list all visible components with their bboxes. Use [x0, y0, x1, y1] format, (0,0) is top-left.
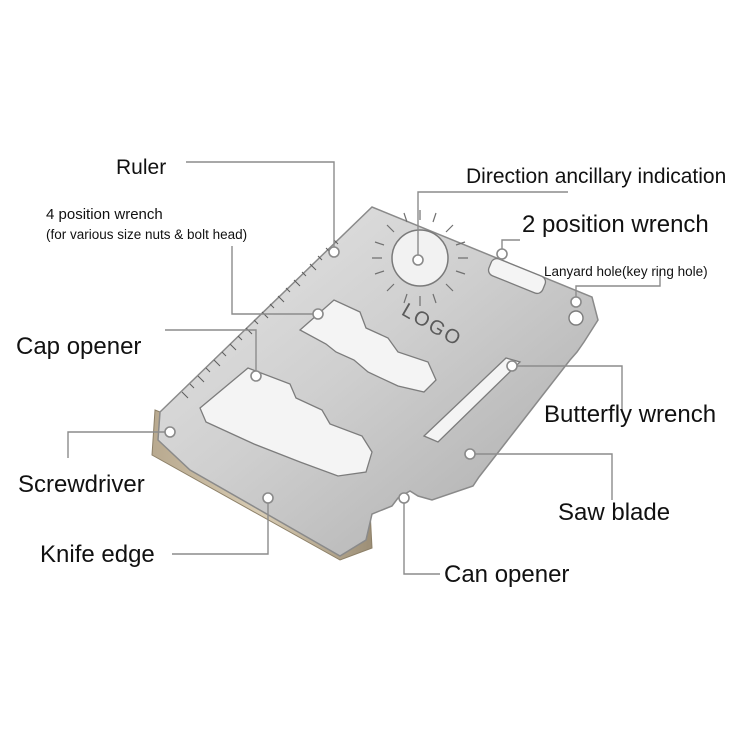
- label-lanyard-hole: Lanyard hole(key ring hole): [544, 264, 708, 279]
- marker-dots: [164, 246, 582, 504]
- leader-cap-opener: [165, 329, 257, 376]
- label-two-position-wrench: 2 position wrench: [522, 211, 709, 238]
- marker-ruler: [328, 246, 340, 258]
- two-position-wrench-slot: [487, 257, 547, 295]
- marker-two-position-wrench: [496, 248, 508, 260]
- leader-lanyard-hole: [575, 270, 661, 302]
- leader-lines: [67, 161, 661, 575]
- label-knife-edge: Knife edge: [40, 541, 155, 568]
- card-plate: [157, 206, 599, 557]
- label-direction-ancillary-indication: Direction ancillary indication: [466, 165, 726, 188]
- marker-saw-blade: [464, 448, 476, 460]
- label-can-opener: Can opener: [444, 561, 569, 588]
- leader-direction: [417, 191, 568, 260]
- label-ruler: Ruler: [116, 156, 166, 179]
- ruler-ticks: [181, 239, 339, 399]
- marker-lanyard-hole: [570, 296, 582, 308]
- label-four-position-wrench: 4 position wrench: [46, 206, 163, 223]
- lanyard-hole-shape: [568, 310, 584, 326]
- label-four-position-wrench-note: (for various size nuts & bolt head): [46, 227, 247, 242]
- marker-can-opener: [398, 492, 410, 504]
- leader-butterfly-wrench: [512, 365, 623, 410]
- leader-knife-edge: [172, 498, 269, 555]
- leader-four-position-wrench: [231, 246, 318, 315]
- labels: Ruler 4 position wrench (for various siz…: [16, 156, 726, 588]
- label-saw-blade: Saw blade: [558, 499, 670, 526]
- marker-knife-edge: [262, 492, 274, 504]
- marker-butterfly-wrench: [506, 360, 518, 372]
- leader-ruler: [186, 161, 335, 252]
- marker-four-position-wrench: [312, 308, 324, 320]
- butterfly-wrench-slot: [422, 357, 522, 443]
- marker-cap-opener: [250, 370, 262, 382]
- multitool-card: LOGO: [151, 206, 599, 561]
- marker-direction: [412, 254, 424, 266]
- four-position-wrench-cutout: [298, 299, 437, 393]
- leader-screwdriver: [67, 431, 170, 458]
- leader-can-opener: [403, 498, 440, 575]
- leader-saw-blade: [470, 453, 613, 500]
- label-screwdriver: Screwdriver: [18, 471, 145, 498]
- marker-screwdriver: [164, 426, 176, 438]
- label-butterfly-wrench: Butterfly wrench: [544, 401, 716, 428]
- label-cap-opener: Cap opener: [16, 333, 141, 360]
- screwdriver-window: [199, 367, 373, 477]
